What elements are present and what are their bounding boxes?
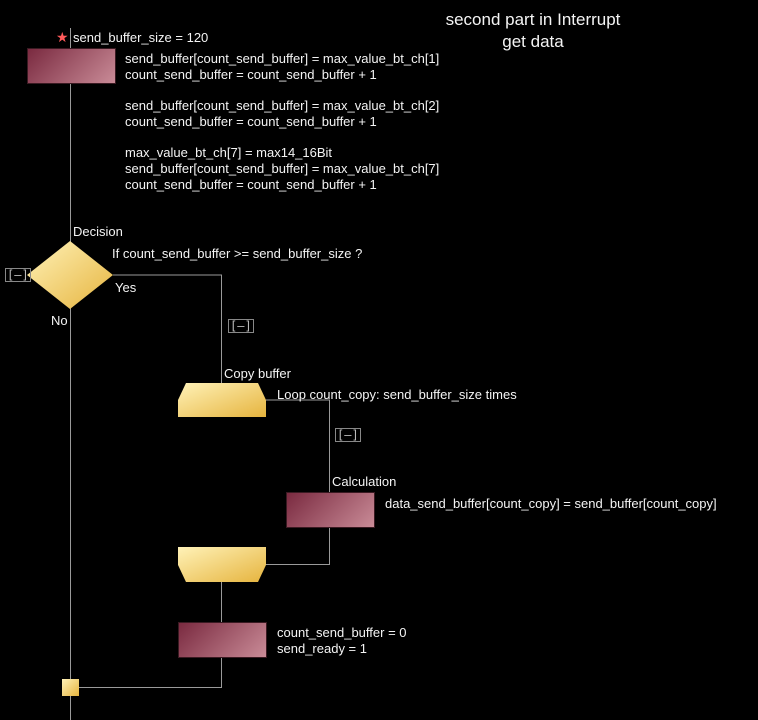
start-label: send_buffer_size = 120	[73, 30, 209, 45]
calculation-label: Calculation	[332, 474, 397, 489]
block1-line: count_send_buffer = count_send_buffer + …	[125, 114, 377, 129]
final-line1: count_send_buffer = 0	[277, 625, 407, 640]
decision-condition: If count_send_buffer >= send_buffer_size…	[112, 246, 363, 261]
block1-line: send_buffer[count_send_buffer] = max_val…	[125, 161, 440, 176]
diagram-title-line2: get data	[502, 32, 564, 51]
block1-line: max_value_bt_ch[7] = max14_16Bit	[125, 145, 333, 160]
loop-condition: Loop count_copy: send_buffer_size times	[277, 387, 517, 402]
action-box-calculation[interactable]	[286, 492, 375, 528]
block1-line: send_buffer[count_send_buffer] = max_val…	[125, 98, 440, 113]
collapse-toggle-yes-branch[interactable]: [–]	[228, 319, 254, 333]
block1-line: count_send_buffer = count_send_buffer + …	[125, 177, 377, 192]
connector-lines	[70, 28, 330, 720]
star-icon: ★	[56, 30, 69, 46]
diagram-title-line1: second part in Interrupt	[445, 10, 621, 29]
collapse-toggle-loop[interactable]: [–]	[335, 428, 361, 442]
decision-diamond[interactable]	[27, 241, 113, 309]
end-connector-square[interactable]	[62, 679, 79, 696]
block1-line: count_send_buffer = count_send_buffer + …	[125, 67, 377, 82]
decision-no-label: No	[51, 313, 68, 328]
action-box-reset[interactable]	[178, 622, 267, 658]
decision-label: Decision	[73, 224, 123, 239]
collapse-toggle-decision[interactable]: [–]	[5, 268, 31, 282]
action-box-send-buffer[interactable]	[27, 48, 116, 84]
calculation-text: data_send_buffer[count_copy] = send_buff…	[385, 496, 717, 511]
decision-yes-label: Yes	[115, 280, 137, 295]
loop-end-shape[interactable]	[178, 547, 266, 582]
loop-start-shape[interactable]	[178, 383, 266, 417]
block1-line: send_buffer[count_send_buffer] = max_val…	[125, 51, 440, 66]
final-line2: send_ready = 1	[277, 641, 367, 656]
copy-buffer-label: Copy buffer	[224, 366, 291, 381]
